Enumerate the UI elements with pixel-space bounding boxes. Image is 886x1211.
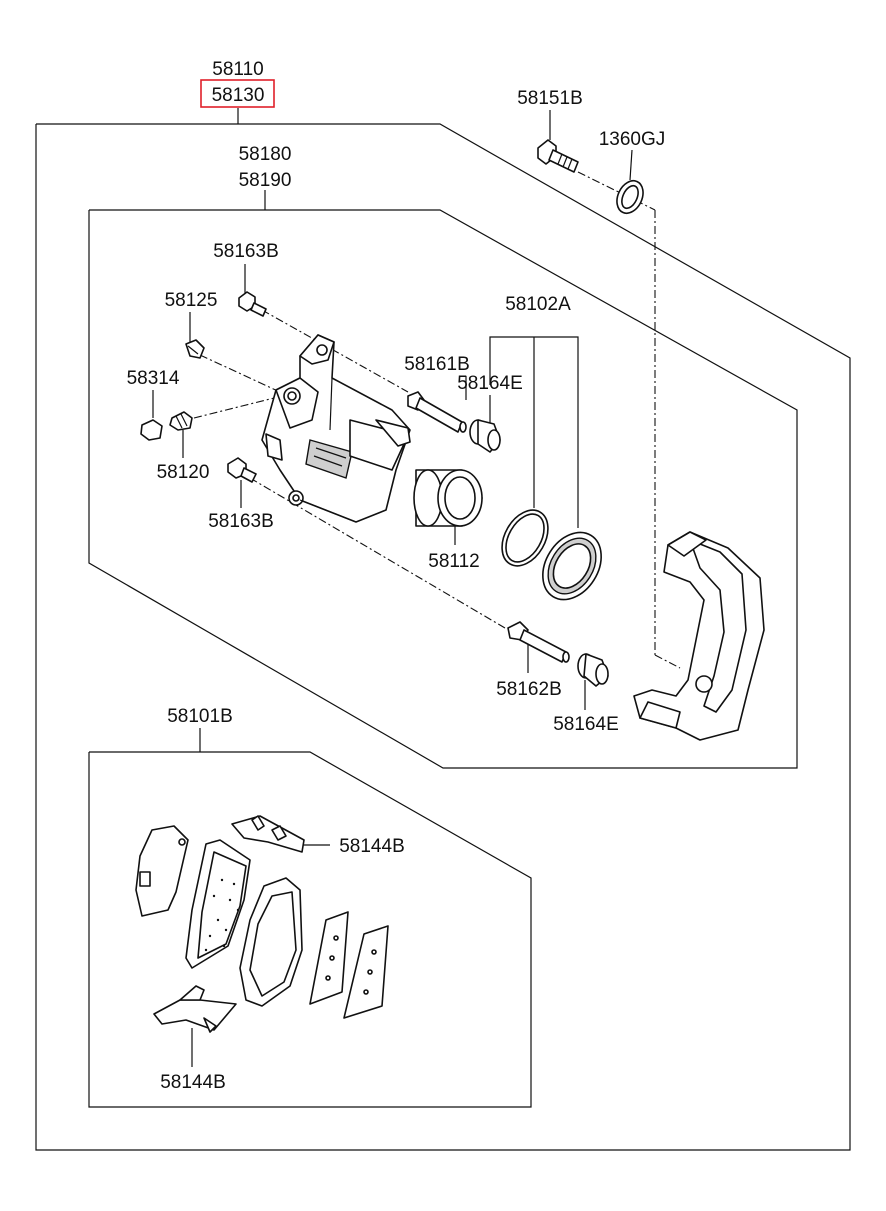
caliper-assembly-frame (88, 209, 798, 769)
guide-pin-upper (407, 391, 467, 433)
piston-seal (501, 509, 549, 567)
label-58125: 58125 (165, 290, 218, 311)
label-58120: 58120 (157, 462, 210, 483)
guide-pin-boot-lower (577, 653, 609, 687)
label-58180: 58180 (239, 144, 292, 165)
label-1360GJ: 1360GJ (599, 129, 666, 150)
label-58314: 58314 (127, 368, 180, 389)
label-58190: 58190 (239, 170, 292, 191)
pad-shim-outer (135, 825, 189, 917)
label-58110: 58110 (212, 59, 263, 80)
brake-pad-outer (185, 839, 251, 969)
caliper-mounting-bolt (537, 139, 579, 173)
caliper-carrier-bracket (633, 531, 765, 741)
guide-pin-lower (507, 621, 570, 663)
bleeder-cap (140, 419, 163, 441)
label-58163B-top: 58163B (213, 241, 279, 262)
label-58144B-bottom: 58144B (160, 1072, 226, 1093)
label-58144B-top: 58144B (339, 836, 405, 857)
guide-pin-boot-upper (469, 419, 501, 453)
pad-set-frame (88, 751, 532, 1108)
pad-spring-clip (185, 339, 205, 359)
guide-bolt-top (238, 291, 267, 317)
wear-shim-b (343, 925, 389, 1019)
label-58102A: 58102A (505, 294, 571, 315)
label-58164E-bottom: 58164E (553, 714, 619, 735)
label-58163B-bottom: 58163B (208, 511, 274, 532)
label-58162B: 58162B (496, 679, 562, 700)
leader-lines (152, 108, 633, 1067)
label-58112: 58112 (428, 551, 479, 572)
guide-bolt-bottom (227, 457, 257, 483)
label-58130: 58130 (212, 85, 265, 106)
label-58151B: 58151B (517, 88, 583, 109)
label-58161B: 58161B (404, 354, 470, 375)
pad-retainer-clip-top (231, 815, 305, 853)
label-58101B: 58101B (167, 706, 233, 727)
caliper-housing (261, 334, 411, 523)
mounting-washer (616, 179, 644, 215)
label-58164E-top: 58164E (457, 373, 523, 394)
highlight-box (200, 79, 275, 108)
dust-boot (542, 531, 602, 601)
wear-shim-a (309, 911, 349, 1005)
bleeder-screw (169, 411, 193, 431)
pad-retainer-clip-bottom (153, 985, 237, 1033)
part-labels: 58110 58130 58151B 1360GJ 58180 58190 58… (127, 59, 666, 1093)
brake-pad-inner (239, 877, 303, 1007)
outer-assembly-frame (35, 123, 851, 1151)
caliper-piston (413, 469, 483, 527)
